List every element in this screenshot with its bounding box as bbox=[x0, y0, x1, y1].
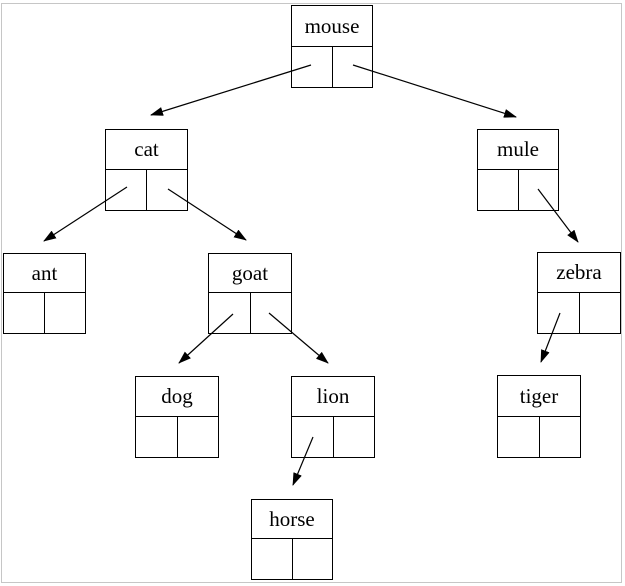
node-pointer-cells-cat bbox=[106, 169, 187, 210]
right-pointer-cell bbox=[293, 539, 333, 579]
node-pointer-cells-horse bbox=[252, 538, 332, 579]
left-pointer-cell bbox=[478, 170, 519, 210]
right-pointer-cell bbox=[147, 170, 187, 210]
node-label-lion: lion bbox=[316, 384, 350, 408]
left-pointer-cell bbox=[252, 539, 293, 579]
node-label-tiger: tiger bbox=[519, 383, 559, 408]
tree-node-ant: ant bbox=[3, 253, 86, 334]
node-label-zebra: zebra bbox=[556, 260, 602, 284]
tree-node-goat: goat bbox=[208, 253, 292, 334]
right-pointer-cell bbox=[333, 47, 373, 87]
arrow-mouse-to-mule bbox=[352, 64, 517, 118]
node-label-dog: dog bbox=[161, 384, 193, 408]
tree-node-dog: dog bbox=[135, 376, 219, 458]
node-pointer-cells-tiger bbox=[498, 416, 580, 457]
node-pointer-cells-mouse bbox=[292, 46, 372, 87]
node-label-goat: goat bbox=[231, 260, 269, 285]
node-pointer-cells-dog bbox=[136, 416, 218, 457]
node-label-ant: ant bbox=[31, 260, 58, 285]
right-pointer-cell bbox=[178, 417, 219, 457]
left-pointer-cell bbox=[538, 293, 580, 333]
node-pointer-cells-goat bbox=[209, 292, 291, 333]
right-pointer-cell bbox=[251, 293, 292, 333]
left-pointer-cell bbox=[498, 417, 540, 457]
node-pointer-cells-mule bbox=[478, 169, 558, 210]
left-pointer-cell bbox=[292, 417, 334, 457]
tree-node-mouse: mouse bbox=[291, 5, 373, 88]
tree-node-horse: horse bbox=[251, 499, 333, 580]
tree-node-mule: mule bbox=[477, 129, 559, 211]
right-pointer-cell bbox=[540, 417, 581, 457]
right-pointer-cell bbox=[580, 293, 621, 333]
node-pointer-cells-zebra bbox=[538, 292, 620, 333]
left-pointer-cell bbox=[4, 293, 45, 333]
node-label-cat: cat bbox=[134, 137, 159, 161]
tree-node-zebra: zebra bbox=[537, 252, 621, 334]
right-pointer-cell bbox=[45, 293, 85, 333]
left-pointer-cell bbox=[136, 417, 178, 457]
tree-node-lion: lion bbox=[291, 376, 375, 458]
left-pointer-cell bbox=[106, 170, 147, 210]
tree-node-cat: cat bbox=[105, 129, 188, 211]
node-pointer-cells-lion bbox=[292, 416, 374, 457]
right-pointer-cell bbox=[519, 170, 559, 210]
tree-node-tiger: tiger bbox=[497, 375, 581, 458]
node-label-mouse: mouse bbox=[304, 13, 360, 38]
left-pointer-cell bbox=[292, 47, 333, 87]
left-pointer-cell bbox=[209, 293, 251, 333]
node-pointer-cells-ant bbox=[4, 292, 85, 333]
node-label-mule: mule bbox=[497, 137, 539, 161]
node-label-horse: horse bbox=[269, 506, 315, 531]
page-border bbox=[1, 3, 622, 583]
arrow-mouse-to-cat bbox=[150, 64, 312, 116]
right-pointer-cell bbox=[334, 417, 375, 457]
